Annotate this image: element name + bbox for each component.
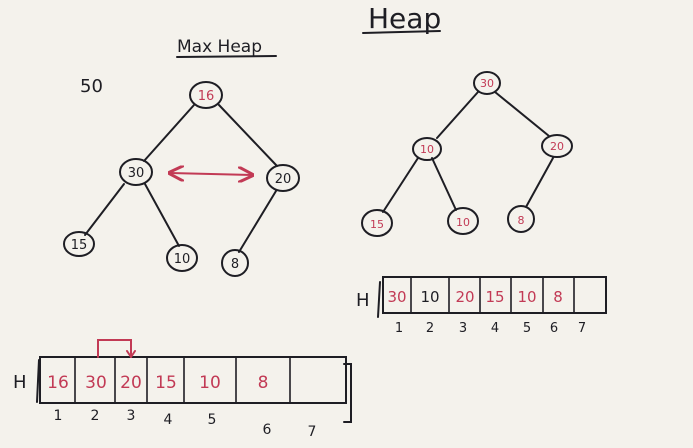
right-array-cell: 8 <box>553 288 563 306</box>
left-node-level2-b-value: 10 <box>174 252 191 267</box>
board-title: Heap <box>368 2 441 35</box>
right-array-label: H <box>356 290 370 311</box>
left-node-level2-c-value: 8 <box>231 257 239 272</box>
left-node-root: 16 <box>189 81 223 109</box>
left-node-level2-a-value: 15 <box>71 238 88 253</box>
right-node-root: 30 <box>473 71 501 95</box>
side-note: 50 <box>80 76 103 97</box>
max-heap-heading: Max Heap <box>177 37 262 57</box>
right-array-cell: 10 <box>517 288 536 306</box>
right-array-index: 2 <box>426 321 434 336</box>
right-node-level2-b: 10 <box>447 207 479 235</box>
right-array: H 30 10 20 15 10 8 1 2 3 4 5 6 7 <box>356 276 607 336</box>
left-node-level1-left: 30 <box>119 158 153 186</box>
left-array-cell: 20 <box>120 373 142 393</box>
right-node-level2-c: 8 <box>507 205 535 233</box>
left-array-index: 1 <box>54 408 63 424</box>
right-array-index: 3 <box>459 321 467 336</box>
left-node-root-value: 16 <box>198 89 215 104</box>
left-node-level1-left-value: 30 <box>128 166 145 181</box>
swap-arrow <box>170 173 252 175</box>
left-array-label: H <box>13 372 27 393</box>
right-array-index: 5 <box>523 321 531 336</box>
right-node-root-value: 30 <box>480 77 494 90</box>
left-tree-nodes: 16 30 20 15 10 8 <box>63 81 300 277</box>
left-node-level2-c: 8 <box>221 249 249 277</box>
left-array: H 16 30 20 15 10 8 1 2 3 4 5 6 7 <box>13 339 352 440</box>
right-array-cell: 30 <box>387 288 406 306</box>
left-array-index: 5 <box>208 412 217 428</box>
left-array-cell: 8 <box>258 373 269 393</box>
right-node-level2-b-value: 10 <box>456 216 470 229</box>
right-node-level1-left-value: 10 <box>420 143 434 156</box>
right-node-level1-right: 20 <box>541 134 573 158</box>
left-node-level2-a: 15 <box>63 231 95 257</box>
right-array-index: 7 <box>578 321 586 336</box>
left-array-index: 3 <box>127 408 136 424</box>
left-node-level1-right-value: 20 <box>275 172 292 187</box>
title-underline <box>362 30 441 34</box>
right-node-level2-a-value: 15 <box>370 218 384 231</box>
right-array-index: 1 <box>395 321 403 336</box>
left-array-cell: 15 <box>155 373 177 393</box>
left-array-cell: 16 <box>47 373 69 393</box>
left-array-index: 6 <box>263 422 272 438</box>
left-array-index: 4 <box>164 412 173 428</box>
right-node-level2-a: 15 <box>361 209 393 237</box>
right-node-level1-left: 10 <box>412 137 442 161</box>
right-array-cell: 20 <box>455 288 474 306</box>
right-array-cell: 15 <box>485 288 504 306</box>
max-heap-underline <box>176 55 277 58</box>
right-tree-nodes: 30 10 20 15 10 8 <box>361 71 573 237</box>
left-node-level1-right: 20 <box>266 164 300 192</box>
right-node-level1-right-value: 20 <box>550 140 564 153</box>
left-array-cell: 10 <box>199 373 221 393</box>
left-array-cell: 30 <box>85 373 107 393</box>
left-array-index: 2 <box>91 408 100 424</box>
right-node-level2-c-value: 8 <box>518 214 525 227</box>
left-tree-edges <box>84 104 278 253</box>
right-array-index: 6 <box>550 321 558 336</box>
left-array-index: 7 <box>308 424 317 440</box>
left-node-level2-b: 10 <box>166 244 198 272</box>
right-tree-edges <box>382 91 554 213</box>
right-array-cell: 10 <box>420 288 439 306</box>
right-array-index: 4 <box>491 321 499 336</box>
left-array-swap-bracket <box>97 339 132 358</box>
